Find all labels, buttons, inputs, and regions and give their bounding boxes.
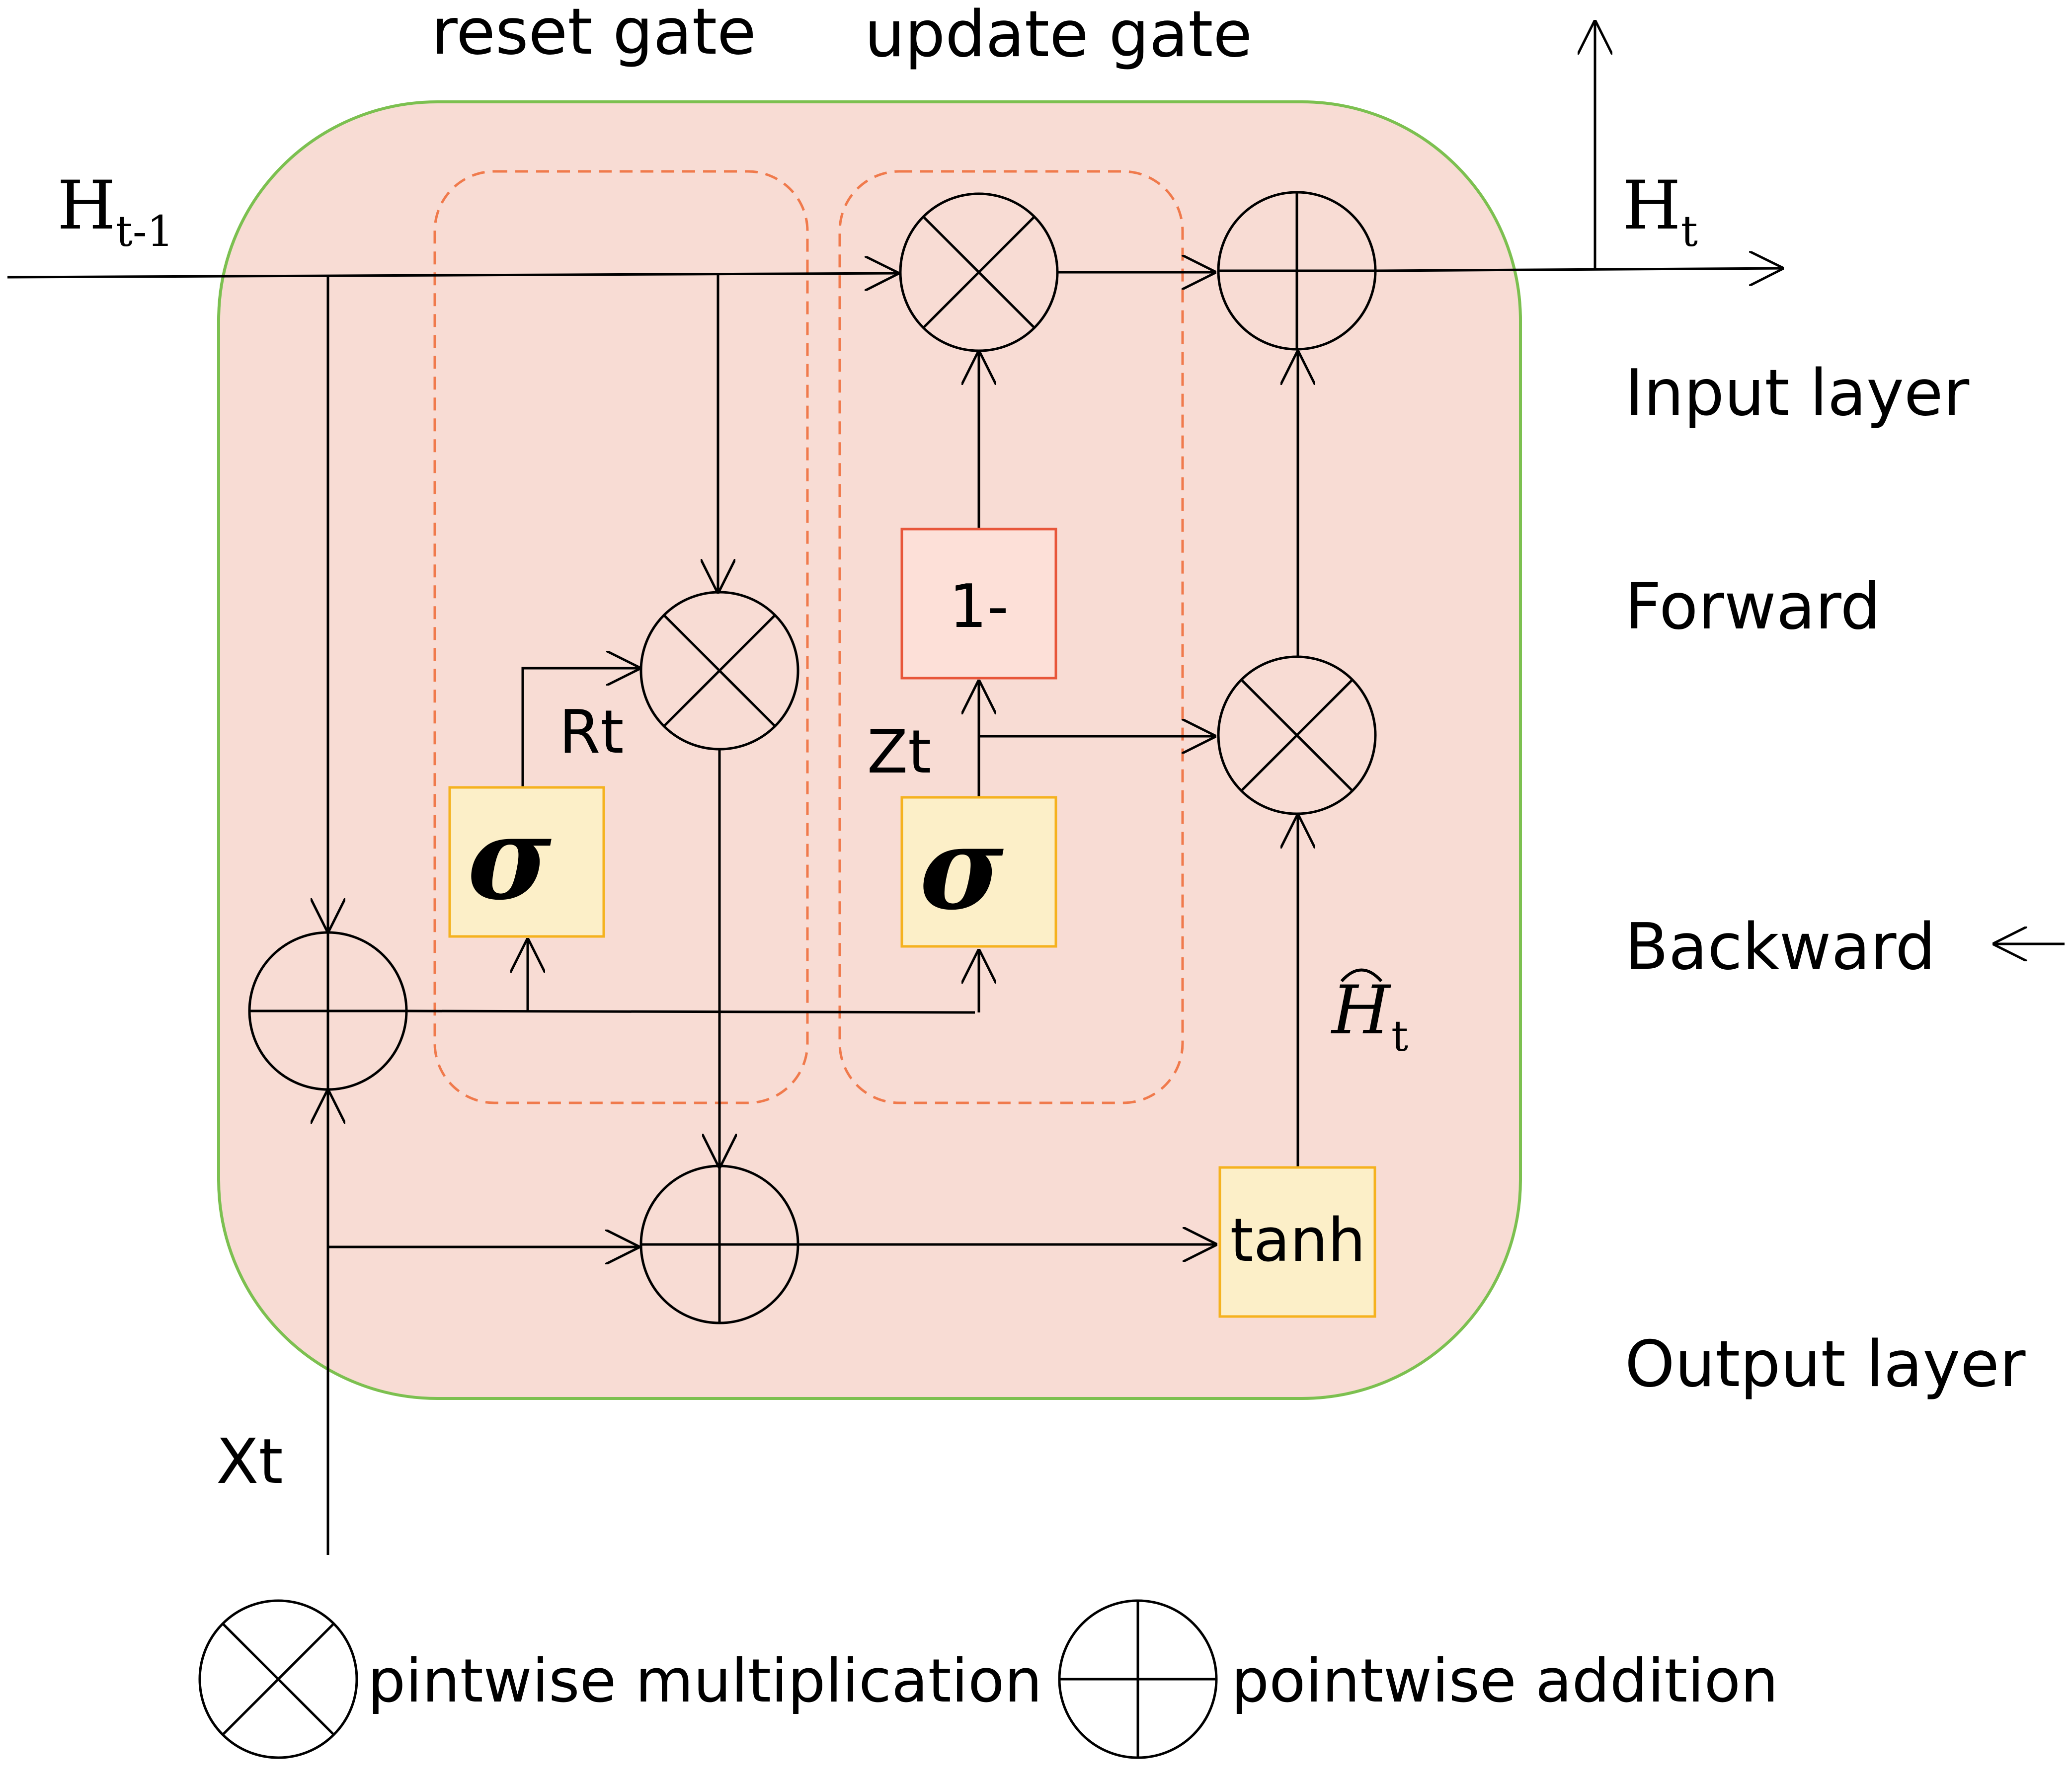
update-gate-region bbox=[838, 170, 1184, 1104]
reset-multiply-operator bbox=[639, 591, 799, 751]
update-sigma-symbol: σ bbox=[919, 801, 1004, 935]
backward-label: Backward bbox=[1625, 910, 1936, 984]
input-add-operator bbox=[248, 931, 408, 1091]
one-minus-box bbox=[900, 528, 1057, 680]
one-minus-label: 1- bbox=[949, 572, 1009, 641]
legend-addition-label: pointwise addition bbox=[1231, 1647, 1778, 1716]
xt-label: Xt bbox=[216, 1426, 283, 1498]
tanh-label: tanh bbox=[1230, 1206, 1366, 1275]
zt-label: Zt bbox=[867, 718, 931, 787]
connection-lines bbox=[7, 20, 2065, 1555]
h-out-subscript: t bbox=[1681, 207, 1698, 256]
h-hat-base: H bbox=[1330, 971, 1391, 1049]
h-hat-subscript: t bbox=[1391, 1012, 1408, 1061]
output-layer-label: Output layer bbox=[1625, 1327, 2026, 1401]
top-add-operator bbox=[1217, 191, 1377, 351]
forward-label: Forward bbox=[1625, 570, 1881, 644]
legend-multiplication-label: pintwise multiplication bbox=[368, 1647, 1042, 1716]
h-out-base: H bbox=[1622, 166, 1681, 244]
h-prev-base: H bbox=[57, 166, 116, 244]
input-layer-label: Input layer bbox=[1625, 356, 1970, 430]
top-multiply-operator bbox=[899, 192, 1059, 352]
gru-cell-box bbox=[217, 100, 1522, 1400]
mid-multiply-operator bbox=[1217, 655, 1377, 815]
h-prev-label: Ht-1 bbox=[57, 166, 174, 256]
h-hat-label: H t bbox=[1330, 968, 1408, 1061]
reset-gate-title: reset gate bbox=[431, 0, 756, 69]
h-hat-caret bbox=[1340, 968, 1383, 983]
h-prev-subscript: t-1 bbox=[116, 207, 174, 256]
reset-gate-region bbox=[433, 170, 809, 1104]
reset-sigma-symbol: σ bbox=[467, 791, 552, 926]
tanh-box bbox=[1218, 1166, 1376, 1318]
h-out-label: Ht bbox=[1622, 166, 1698, 256]
reset-sigma-box bbox=[448, 786, 605, 938]
bottom-add-operator bbox=[639, 1164, 799, 1324]
rt-label: Rt bbox=[559, 698, 624, 767]
update-gate-title: update gate bbox=[865, 0, 1252, 72]
legend-multiplication: pintwise multiplication bbox=[198, 1599, 1042, 1759]
legend-addition: pointwise addition bbox=[1058, 1599, 1778, 1759]
update-sigma-box bbox=[900, 796, 1057, 948]
